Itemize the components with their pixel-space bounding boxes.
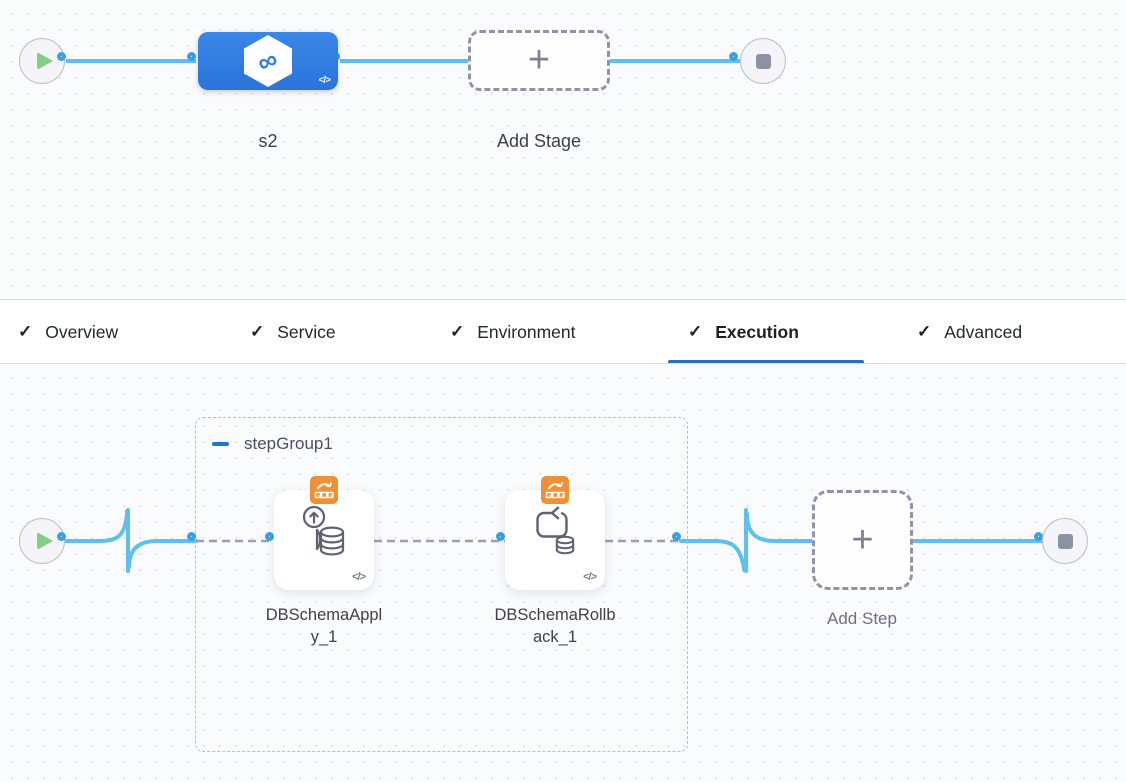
connector-port — [729, 52, 738, 61]
step-label-dbschemarollback: DBSchemaRollb ack_1 — [494, 606, 616, 646]
stage-node-s2[interactable]: ∞ </> — [198, 32, 338, 90]
check-icon: ✓ — [250, 322, 265, 341]
connector-port — [496, 532, 505, 541]
plus-icon: + — [851, 518, 874, 561]
aws-cloudformation-badge-icon — [310, 476, 338, 504]
pipeline-start-node — [19, 38, 65, 84]
execution-graph-canvas: stepGroup1 — [0, 364, 1126, 782]
tab-advanced[interactable]: ✓ Advanced — [917, 321, 1023, 342]
check-icon: ✓ — [450, 322, 465, 341]
stage-config-tabbar: ✓ Overview ✓ Service ✓ Environment ✓ Exe… — [0, 299, 1126, 364]
aws-cloudformation-badge-icon — [541, 476, 569, 504]
check-icon: ✓ — [18, 322, 33, 341]
add-step-label: Add Step — [827, 609, 897, 628]
code-icon: </> — [583, 571, 597, 583]
add-stage-label: Add Stage — [496, 131, 582, 151]
step-node-dbschemaapply[interactable]: </> — [274, 476, 374, 590]
pipeline-end-node — [740, 38, 786, 84]
connector-port — [57, 532, 66, 541]
db-schema-rollback-icon — [536, 506, 575, 555]
step-label-dbschemaapply: DBSchemaAppl y_1 — [265, 606, 383, 646]
collapse-group-icon[interactable] — [212, 442, 229, 446]
connector-port — [187, 532, 196, 541]
plus-icon: + — [527, 39, 551, 82]
stage-pipeline-canvas: ∞ </> + s2 Add Stage — [0, 0, 1126, 299]
connector-port — [57, 52, 66, 61]
harness-cd-stage-icon: ∞ — [244, 35, 292, 87]
stop-icon — [755, 53, 771, 69]
db-schema-apply-icon — [302, 505, 345, 556]
step-group-header: stepGroup1 — [212, 434, 333, 454]
execution-start-node — [19, 518, 65, 564]
connector-port — [265, 532, 274, 541]
stage-label: s2 — [258, 131, 278, 151]
tab-service[interactable]: ✓ Service — [250, 321, 336, 342]
step-node-dbschemarollback[interactable]: </> — [505, 476, 605, 590]
tab-execution[interactable]: ✓ Execution — [688, 321, 799, 342]
connector-port — [672, 532, 681, 541]
execution-end-node — [1042, 518, 1088, 564]
connector-port — [1034, 532, 1043, 541]
step-group-name: stepGroup1 — [244, 434, 333, 453]
active-tab-underline — [668, 360, 864, 363]
tab-environment[interactable]: ✓ Environment — [450, 321, 576, 342]
check-icon: ✓ — [688, 322, 703, 341]
stop-icon — [1057, 533, 1073, 549]
play-icon — [36, 532, 53, 550]
add-stage-button[interactable]: + — [468, 30, 610, 91]
step-group-container — [195, 417, 688, 752]
code-icon: </> — [318, 75, 332, 86]
check-icon: ✓ — [917, 322, 932, 341]
code-icon: </> — [352, 571, 366, 583]
play-icon — [36, 52, 53, 70]
tab-overview[interactable]: ✓ Overview — [18, 321, 119, 342]
add-step-button[interactable]: + — [812, 490, 913, 590]
connector-port — [187, 52, 196, 61]
